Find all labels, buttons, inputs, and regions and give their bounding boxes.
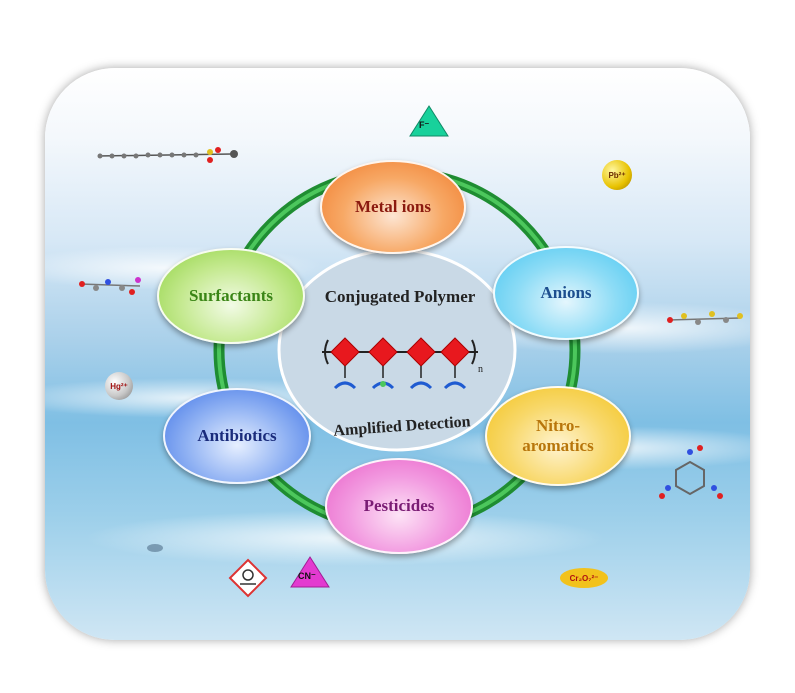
category-pesticides: Pesticides	[325, 458, 473, 554]
molecule-icon-left	[79, 277, 141, 295]
lead-ion-sphere-icon: Pb²⁺	[602, 160, 632, 190]
category-antibiotics: Antibiotics	[163, 388, 311, 484]
molecule-icon-right	[667, 311, 743, 325]
category-label: Surfactants	[188, 286, 274, 306]
category-label-line1: Nitro-	[535, 416, 581, 436]
polymer-structure-icon	[322, 337, 478, 390]
toxic-hazard-icon	[228, 558, 268, 598]
category-label: Metal ions	[354, 197, 432, 217]
fluoride-label: F⁻	[419, 120, 430, 130]
category-surfactants: Surfactants	[157, 248, 305, 344]
cyanide-label: CN⁻	[298, 571, 316, 581]
surfactant-molecule-icon	[97, 147, 238, 163]
fluoride-triangle-icon	[409, 105, 449, 137]
lead-label: Pb²⁺	[608, 170, 626, 180]
mercury-label: Hg²⁺	[110, 381, 128, 391]
category-label: Pesticides	[363, 496, 435, 516]
category-label-line2: aromatics	[522, 436, 594, 455]
category-metal-ions: Metal ions	[320, 160, 466, 254]
category-anions: Anions	[493, 246, 639, 340]
mercury-ion-sphere-icon: Hg²⁺	[105, 372, 133, 400]
category-label: Anions	[540, 283, 592, 303]
repeat-subscript: n	[478, 364, 483, 375]
category-label: Antibiotics	[197, 426, 277, 446]
center-title-top: Conjugated Polymer	[324, 287, 476, 306]
cyanide-triangle-icon	[290, 556, 330, 588]
dichromate-oval-icon: Cr₂O₇²⁻	[560, 568, 608, 588]
nitroaromatic-molecule-icon	[659, 445, 723, 499]
category-nitro-aromatics: Nitro- aromatics	[485, 386, 631, 486]
dichromate-label: Cr₂O₇²⁻	[569, 573, 599, 583]
